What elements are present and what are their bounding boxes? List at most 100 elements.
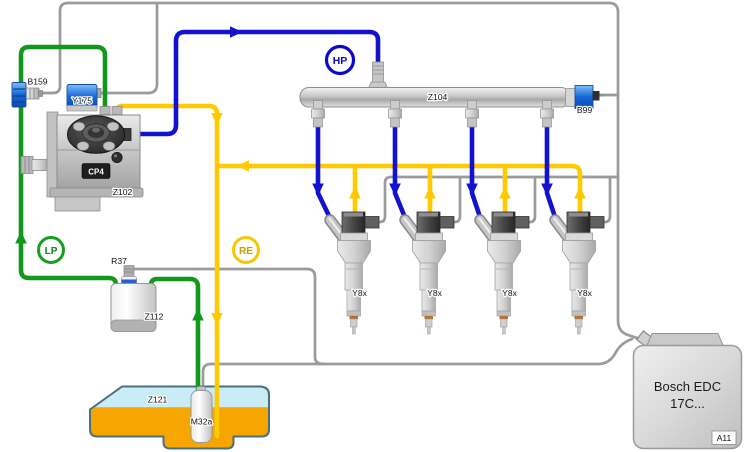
sensor-b159[interactable]: B159: [11, 75, 49, 108]
injector-tip: [575, 318, 583, 328]
injector-nozzle-ring: [571, 310, 586, 317]
r37-blue-stripe: [121, 279, 137, 285]
injector-3[interactable]: Y8x: [474, 211, 530, 335]
rail-outlet-2: [388, 100, 402, 128]
injector-seal: [499, 316, 508, 319]
badge-hp: HP: [324, 44, 356, 76]
in-tank-pump-m32a[interactable]: M32a: [189, 386, 214, 443]
lp-arrows: [15, 231, 204, 321]
injector-seal: [424, 316, 433, 319]
rail-label: Z104: [428, 92, 448, 102]
injector-upper-body: [412, 240, 446, 264]
wire-injector-2: [453, 175, 462, 224]
r37-label: R37: [111, 256, 127, 266]
ecu-name-line1: Bosch EDC: [654, 379, 721, 394]
pump-shaft: [31, 159, 49, 171]
hp-feed-3: [469, 117, 484, 223]
wire-injector-4: [603, 175, 612, 224]
hp-feed-2: [392, 117, 409, 223]
injector-mid-body: [569, 262, 588, 291]
fuel-filter-z112[interactable]: Z112: [110, 283, 165, 332]
injector-needle: [352, 326, 356, 335]
metering-valve-y175[interactable]: Y175: [66, 84, 102, 112]
tank-label: Z121: [148, 395, 168, 405]
injector-nozzle-ring: [496, 310, 511, 317]
injector-tip: [425, 318, 433, 328]
injector-mid-body: [494, 262, 513, 291]
y175-band: [66, 105, 98, 112]
flange-bolt: [102, 141, 116, 151]
re-circle: [232, 236, 260, 264]
pump-lower-block: [54, 196, 101, 212]
injector-connector: [513, 216, 530, 229]
injector-connector: [588, 216, 605, 229]
return-manifold: [214, 163, 583, 217]
ecu-id-label: A11: [717, 433, 732, 443]
injector-4[interactable]: Y8x: [549, 211, 605, 335]
badge-re: RE: [232, 236, 260, 264]
hp-text: HP: [333, 55, 348, 67]
injector-upper-body: [487, 240, 521, 264]
injector-1[interactable]: Y8x: [324, 211, 380, 335]
hp-feed-1: [315, 117, 334, 223]
injector-needle: [427, 326, 431, 335]
ecu-lid: [645, 333, 725, 347]
rail-pressure-sensor-b99[interactable]: B99: [565, 85, 605, 116]
m32a-label: M32a: [191, 417, 213, 427]
cp4-chip: [81, 163, 111, 179]
injector-head-cap: [419, 212, 438, 217]
injector-label: Y8x: [577, 288, 593, 298]
filter-label: Z112: [145, 312, 164, 322]
fuel-rail[interactable]: Z104: [299, 61, 571, 128]
pump-inlet-fitting: [99, 106, 111, 115]
injector-tip: [500, 318, 508, 328]
hp-feed-4: [544, 117, 559, 223]
flange-bolt: [76, 141, 90, 151]
injector-2[interactable]: Y8x: [399, 211, 455, 335]
tank-headspace: [94, 387, 268, 408]
hp-circle: [324, 44, 356, 76]
high-pressure-pump[interactable]: CP4 Z102: [20, 106, 144, 212]
rail-inlet-stem: [372, 61, 384, 84]
b159-pin: [25, 87, 40, 100]
y175-label: Y175: [72, 96, 92, 106]
injector-band: [415, 232, 443, 241]
pump-shaft-hex: [20, 156, 34, 174]
hp-arrows: [230, 26, 553, 196]
flange-bolt: [106, 121, 120, 132]
ecu-a11[interactable]: Bosch EDC 17C... A11: [632, 330, 743, 450]
rail-outlet-4: [540, 100, 554, 128]
fuel-tank[interactable]: Z121: [89, 385, 270, 450]
lp-text: LP: [45, 246, 58, 257]
injector-head-cap: [344, 212, 363, 217]
injector-upper-body: [337, 240, 371, 264]
injector-needle: [502, 326, 506, 335]
injector-label: Y8x: [502, 288, 518, 298]
wire-injector-3: [528, 175, 537, 224]
hp-pump-to-rail: [126, 29, 381, 137]
injector-nozzle-ring: [346, 310, 361, 317]
injector-head-cap: [494, 212, 513, 217]
injector-tip: [350, 318, 358, 328]
lp-filter-to-pump: [18, 44, 119, 288]
m32a-body: [190, 390, 213, 443]
injector-seal: [574, 316, 583, 319]
pump-id-label: Z102: [113, 187, 133, 197]
injector-mid-body: [419, 262, 438, 291]
flange-hub-top: [92, 127, 100, 133]
ecu-box: [632, 344, 743, 450]
b159-label: B159: [28, 77, 48, 87]
rail-outlet-3: [465, 100, 479, 128]
injector-nozzle-ring: [421, 310, 436, 317]
injector-band: [565, 232, 593, 241]
flange-bolt: [72, 121, 86, 132]
return-arrows: [211, 113, 586, 326]
b99-tip: [592, 91, 600, 101]
injector-seal: [349, 316, 358, 319]
badge-lp: LP: [37, 236, 65, 264]
b99-label: B99: [577, 105, 593, 115]
b159-tip: [38, 90, 43, 97]
lp-tank-to-filter: [148, 276, 201, 396]
injector-connector: [363, 216, 380, 229]
